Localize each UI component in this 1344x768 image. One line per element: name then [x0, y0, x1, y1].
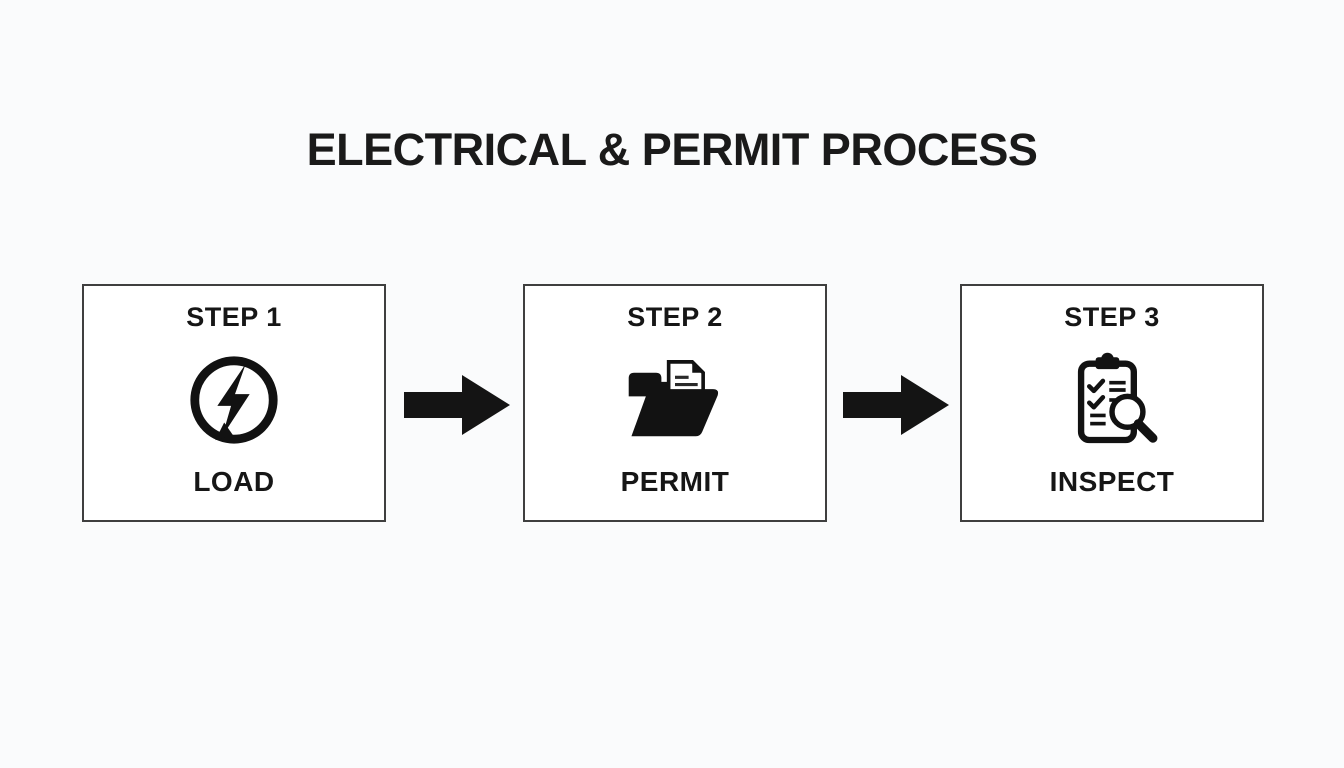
step-label: PERMIT [620, 466, 730, 497]
clipboard-checklist-magnifier-icon [1062, 333, 1162, 466]
open-folder-document-icon [616, 333, 734, 466]
right-arrow-icon [404, 367, 514, 448]
right-arrow-icon [843, 367, 953, 448]
step-label: INSPECT [1049, 466, 1175, 497]
step-label: LOAD [193, 466, 275, 497]
step-box-load: STEP 1 LOAD [82, 284, 386, 522]
step-heading: STEP 3 [1064, 302, 1160, 332]
step-heading: STEP 2 [627, 302, 723, 332]
step-heading: STEP 1 [186, 302, 282, 332]
lightning-circle-icon [185, 333, 283, 466]
step-box-permit: STEP 2 PERMIT [523, 284, 827, 522]
page-title: ELECTRICAL & PERMIT PROCESS [306, 124, 1038, 175]
step-box-inspect: STEP 3 INS [960, 284, 1264, 522]
